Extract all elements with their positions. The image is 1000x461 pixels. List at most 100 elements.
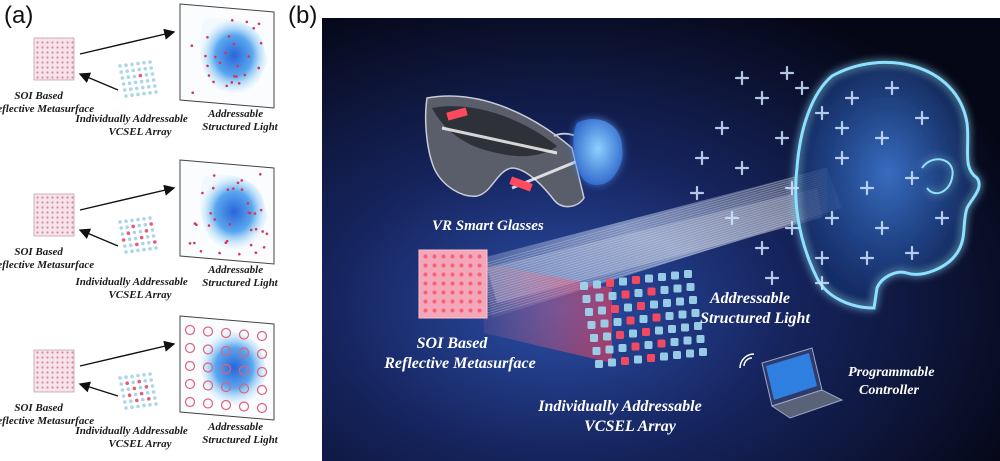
vcsel-emitter — [129, 399, 133, 404]
light-dot — [195, 223, 198, 227]
light-dot — [259, 208, 263, 212]
structured-light-dots — [188, 172, 269, 256]
label-vcsel: VCSEL Array — [584, 418, 677, 435]
vcsel-array — [118, 60, 158, 98]
cross-mark — [934, 210, 950, 226]
vcsel-emitter — [125, 225, 129, 229]
vcsel-emitter — [142, 373, 146, 377]
light-dot — [206, 35, 209, 39]
vcsel-emitter — [626, 316, 635, 325]
cross-mark — [734, 70, 750, 86]
light-ring — [184, 378, 196, 390]
vcsel-emitter — [124, 406, 128, 410]
vcsel-emitter — [587, 321, 596, 329]
vcsel-emitter — [142, 403, 146, 408]
label-light: Structured Light — [202, 277, 278, 289]
cross-mark — [734, 160, 750, 176]
arrow-to-metasurface — [78, 72, 119, 91]
vcsel-emitter — [624, 303, 632, 312]
panel-a-label: (a) — [4, 2, 34, 29]
vcsel-emitter — [660, 352, 668, 361]
vcsel-emitter — [629, 329, 637, 338]
vcsel-emitter — [123, 88, 127, 92]
cross-mark — [904, 170, 920, 186]
light-dot — [209, 211, 212, 215]
vcsel-emitter — [658, 273, 666, 281]
vcsel-emitter — [145, 391, 150, 395]
cross-mark — [764, 270, 780, 286]
vcsel-emitter — [119, 70, 123, 74]
vcsel-emitter — [153, 84, 157, 88]
light-ring — [256, 366, 268, 378]
cross-mark — [754, 240, 770, 256]
light-dot — [204, 54, 207, 58]
light-ring — [202, 326, 214, 337]
panel-a-row-3: SOI Based Reflective Metasurface Individ… — [0, 315, 279, 450]
vcsel-emitter — [124, 250, 128, 254]
label-metasurface: Reflective Metasurface — [383, 355, 536, 372]
vcsel-emitter — [127, 393, 132, 398]
light-dot — [257, 22, 261, 26]
beam-streak — [486, 176, 828, 274]
light-dot — [232, 42, 236, 46]
label-metasurface: Reflective Metasurface — [0, 103, 94, 115]
cross-mark — [774, 130, 790, 146]
light-dot — [249, 228, 253, 232]
panel-b-illustration: VR Smart Glasses SOI Based Reflective Me… — [322, 18, 1000, 461]
label-light: Structured Light — [202, 121, 278, 133]
vcsel-emitter — [130, 405, 134, 410]
vcsel-emitter — [608, 292, 617, 300]
vcsel-emitter — [650, 300, 658, 309]
vcsel-emitter — [660, 286, 669, 294]
beam-streak — [486, 178, 828, 276]
vcsel-emitter — [133, 392, 138, 397]
vcsel-emitter — [619, 277, 627, 286]
vcsel-emitter — [150, 384, 155, 388]
vcsel-emitter — [616, 331, 624, 339]
light-dot — [236, 64, 240, 68]
vcsel-emitter — [663, 299, 671, 307]
vcsel-emitter — [652, 313, 661, 322]
vcsel-beams — [482, 263, 612, 363]
light-ring — [238, 383, 250, 394]
label-vcsel: VCSEL Array — [108, 126, 171, 138]
arrow-to-metasurface — [78, 381, 119, 397]
vcsel-emitter — [148, 60, 152, 64]
vcsel-emitter — [657, 339, 666, 348]
beam-streak — [486, 189, 828, 289]
vcsel-emitter — [138, 385, 143, 390]
vcsel-emitter — [634, 289, 643, 297]
light-ring — [202, 398, 214, 409]
vcsel-emitter — [691, 309, 700, 317]
light-dot — [218, 61, 222, 65]
vcsel-emitter — [139, 235, 144, 240]
beam-streak — [486, 180, 828, 279]
metasurface-square — [33, 349, 75, 393]
vcsel-emitter — [137, 67, 141, 72]
wifi-icon — [739, 353, 755, 369]
light-dot — [233, 74, 236, 78]
vcsel-emitter — [621, 357, 629, 365]
light-dot — [259, 172, 262, 176]
vcsel-emitter — [133, 236, 138, 241]
face-hologram — [200, 18, 268, 93]
light-dot — [228, 222, 232, 226]
label-light: Structured Light — [202, 434, 278, 446]
vcsel-emitter — [139, 79, 144, 84]
svg-text:Addressable Structured L: Addressable Structured Light — [202, 264, 278, 289]
vcsel-emitter — [136, 61, 140, 66]
light-ring — [202, 362, 214, 373]
cross-mark — [794, 80, 810, 96]
svg-text:Addressable Structured Lig: Addressable Structured Light — [700, 290, 810, 327]
light-dot — [230, 81, 234, 84]
vcsel-emitter — [139, 391, 144, 396]
light-ring — [256, 402, 268, 414]
light-dot — [257, 66, 261, 70]
light-dot — [247, 55, 251, 58]
light-dot — [212, 80, 215, 84]
label-metasurface: SOI Based — [14, 402, 63, 414]
cross-mark — [689, 185, 705, 201]
vcsel-emitter — [148, 247, 152, 251]
light-dot — [236, 181, 240, 185]
svg-text:Addressable Structured L: Addressable Structured Light — [202, 108, 278, 133]
